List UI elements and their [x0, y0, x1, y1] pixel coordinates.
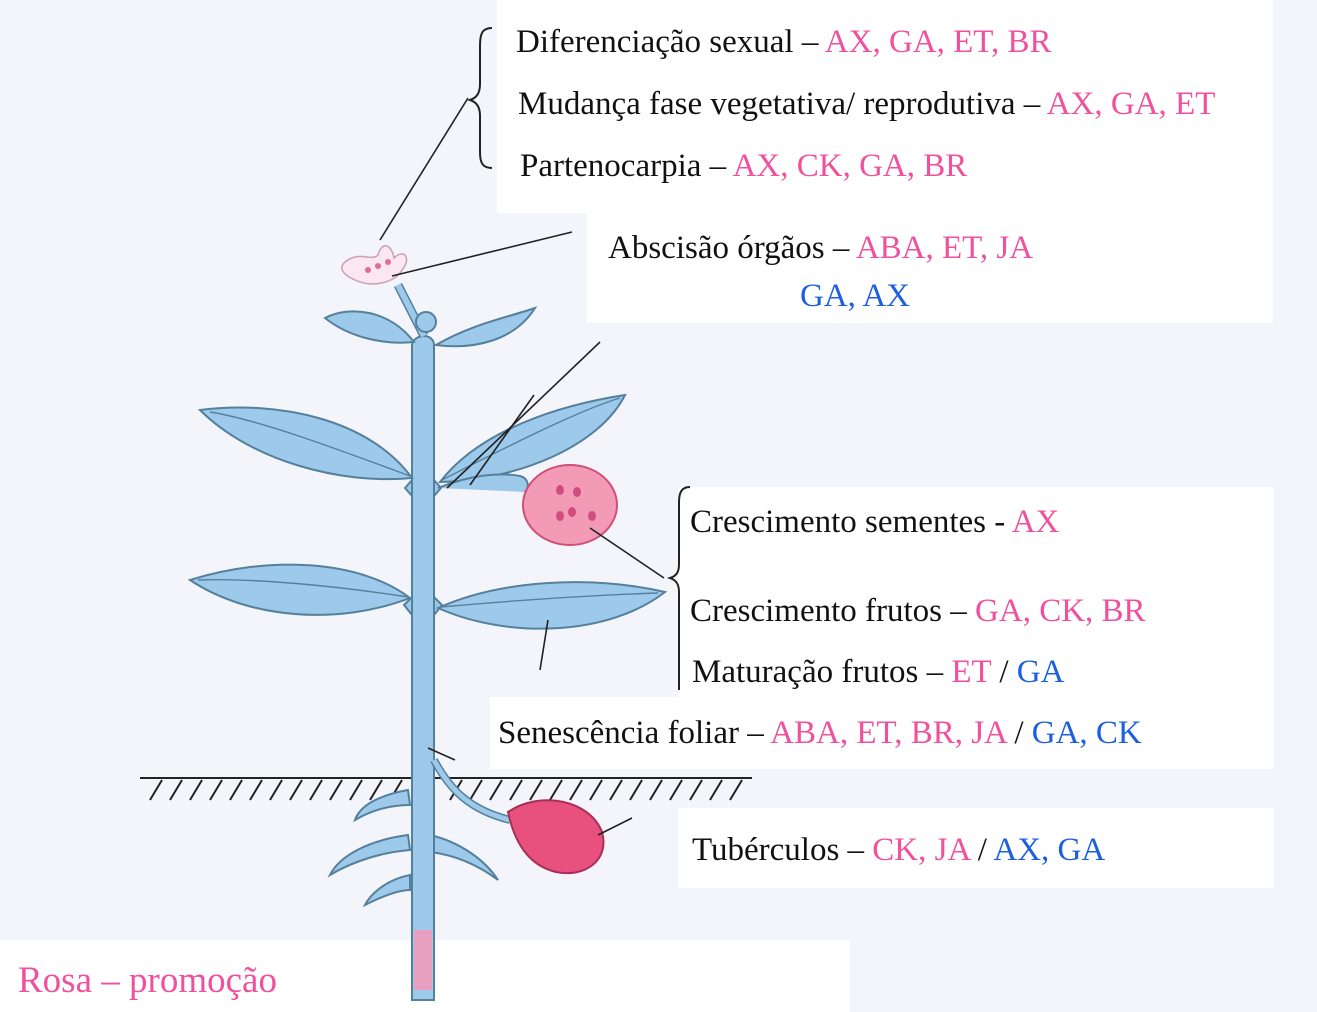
- flower-petals: [342, 246, 407, 284]
- stem: [412, 336, 434, 1000]
- leaf-top-left: [325, 311, 414, 342]
- stem-root-tip: [414, 930, 432, 990]
- leaf-top-right: [436, 308, 535, 346]
- label-fruit-ripening: Maturação frutos – ET / GA: [692, 656, 1064, 689]
- tuber-body: [508, 800, 604, 873]
- label-fruit-growth: Crescimento frutos – GA, CK, BR: [690, 595, 1146, 628]
- leaf-mid-left: [200, 408, 412, 480]
- label-parthenocarpy: Partenocarpia – AX, CK, GA, BR: [520, 150, 967, 183]
- label-leaf-senescence: Senescência foliar – ABA, ET, BR, JA / G…: [498, 717, 1142, 750]
- bracket-top: [470, 28, 492, 168]
- bracket-fruits: [670, 487, 690, 690]
- label-abscission-inhibitors: GA, AX: [800, 280, 910, 313]
- label-seed-growth: Crescimento sementes - AX: [690, 506, 1059, 539]
- label-sexual-differentiation: Diferenciação sexual – AX, GA, ET, BR: [516, 26, 1052, 59]
- label-phase-change: Mudança fase vegetativa/ reprodutiva – A…: [518, 88, 1215, 121]
- legend-promotion: Rosa – promoção: [18, 962, 277, 999]
- leaf-low-right: [438, 582, 665, 628]
- label-tubers: Tubérculos – CK, JA / AX, GA: [692, 834, 1105, 867]
- label-abscission: Abscisão órgãos – ABA, ET, JA: [608, 232, 1033, 265]
- flower-bud: [416, 312, 436, 332]
- fruit-body: [523, 465, 617, 545]
- leaf-low-left: [190, 565, 410, 615]
